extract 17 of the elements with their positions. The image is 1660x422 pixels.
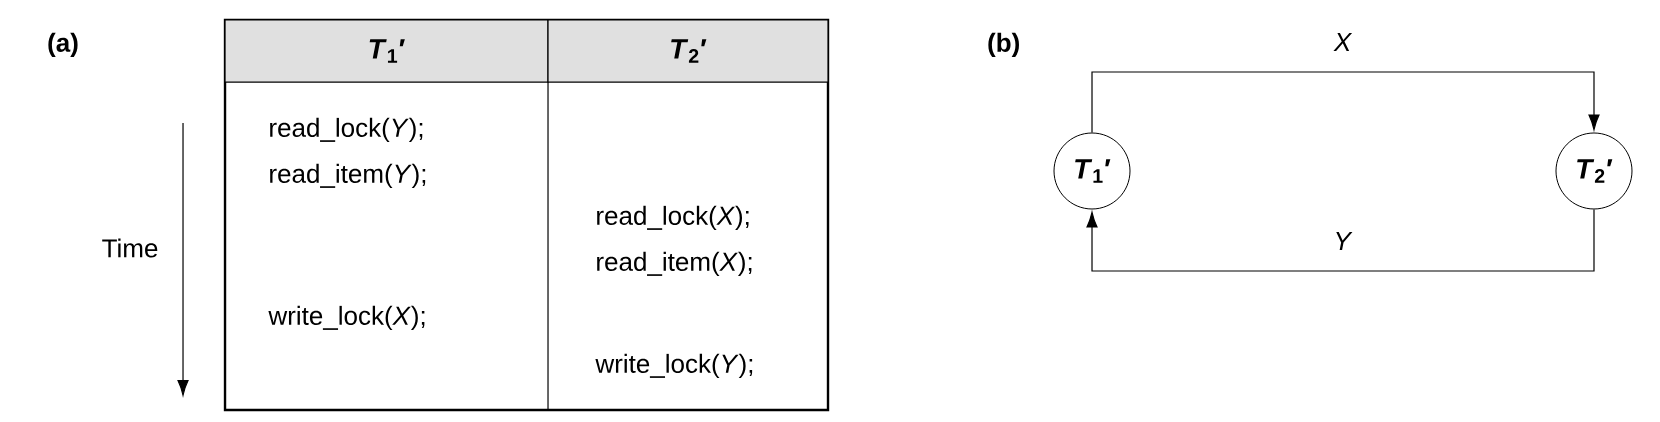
axis-label: Time [102,238,158,258]
edge-label: Y [1331,230,1355,252]
code-line: read_item(X); [597,251,752,277]
header-cell: T$_{2}$′ [547,19,829,83]
transaction-node: T$_{1}$′ [1053,132,1131,210]
arrow [1091,71,1600,134]
edge-label: X [1331,31,1355,53]
code-line: read_lock(Y); [270,117,423,143]
code-line: read_item(Y); [270,163,426,189]
arrow [1086,208,1595,272]
code-line: write_lock(X); [268,305,425,331]
panel-label: (b) [988,32,1019,58]
code-line: read_lock(X); [597,205,749,231]
transaction-node: T$_{2}$′ [1555,132,1633,210]
header-cell: T$_{1}$′ [224,19,549,83]
code-line: write_lock(Y); [595,353,753,379]
panel-label: (a) [48,32,78,58]
